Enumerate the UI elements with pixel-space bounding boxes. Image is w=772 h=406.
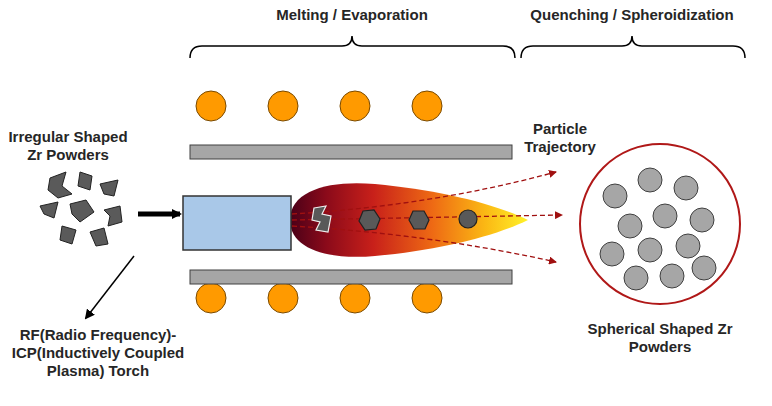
label-holder: Irregular Shaped Zr Powders	[4, 128, 132, 164]
injection-probe	[183, 196, 291, 250]
stage-label: Quenching / Spheroidization	[512, 6, 752, 24]
label-holder: Quenching / Spheroidization	[512, 6, 752, 24]
spherical-powder	[676, 234, 700, 258]
circle-border	[580, 144, 740, 304]
label-holder: Melting / Evaporation	[222, 6, 482, 24]
irregular-powder	[40, 172, 122, 246]
spherical-powder	[603, 184, 627, 208]
spherical-powder	[653, 204, 677, 228]
spherical-powder	[618, 214, 642, 238]
spherical-powder	[690, 208, 714, 232]
node-text-holder: Spherical Shaped Zr Powders	[575, 320, 745, 356]
particle	[312, 206, 477, 232]
plasma-flame	[290, 183, 528, 257]
feed-arrow	[138, 212, 180, 217]
label-holder: Particle Trajectory	[510, 120, 610, 156]
spherical-powder	[674, 176, 698, 200]
spherical-powder	[638, 238, 662, 262]
torch-wall	[190, 145, 512, 159]
spherical-powder	[692, 256, 716, 280]
product-circle: Spherical Shaped Zr Powders	[575, 142, 745, 360]
bracket	[521, 36, 745, 58]
node-label: Spherical Shaped Zr Powders	[575, 320, 745, 356]
spherical-powder	[638, 168, 662, 192]
torch-wall	[190, 270, 512, 284]
input-label: Irregular Shaped Zr Powders	[4, 128, 132, 164]
torch-label: RF(Radio Frequency)-ICP(Inductively Coup…	[4, 326, 192, 380]
label-holder: RF(Radio Frequency)-ICP(Inductively Coup…	[4, 326, 192, 380]
trajectory-label: Particle Trajectory	[510, 120, 610, 156]
spherical-powder	[660, 264, 684, 288]
stage-label: Melting / Evaporation	[222, 6, 482, 24]
spherical-powder	[600, 242, 624, 266]
particle-trajectory	[292, 172, 562, 262]
spherical-powder	[624, 266, 648, 290]
leader-arrow	[86, 256, 134, 318]
circle-outline	[575, 142, 745, 308]
bracket	[190, 36, 515, 58]
